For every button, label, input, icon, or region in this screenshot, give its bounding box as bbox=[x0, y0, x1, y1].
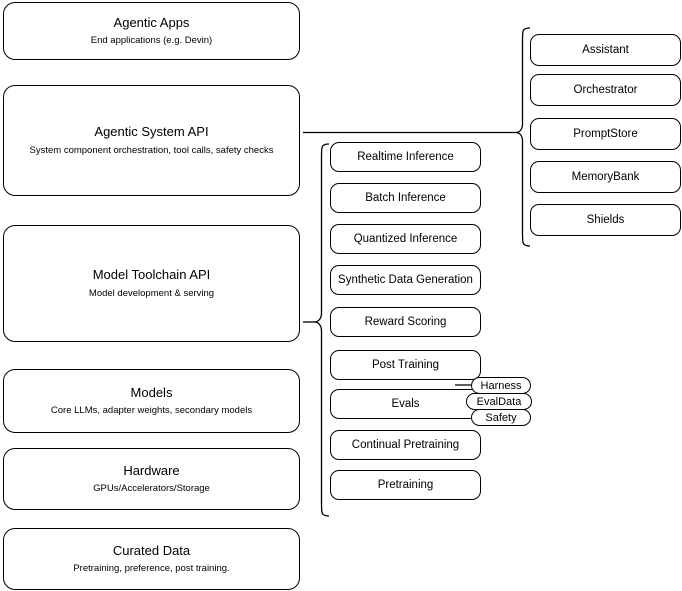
layer-hardware[interactable]: Hardware GPUs/Accelerators/Storage bbox=[3, 448, 300, 510]
chip-promptstore[interactable]: PromptStore bbox=[530, 118, 681, 150]
chip-assistant[interactable]: Assistant bbox=[530, 34, 681, 66]
layer-agentic-system-api[interactable]: Agentic System API System component orch… bbox=[3, 85, 300, 196]
chip-continual-pretraining[interactable]: Continual Pretraining bbox=[330, 430, 481, 460]
layer-subtitle: System component orchestration, tool cal… bbox=[29, 144, 274, 156]
layer-title: Models bbox=[130, 384, 173, 400]
chip-pretraining[interactable]: Pretraining bbox=[330, 470, 481, 500]
chip-quantized-inference[interactable]: Quantized Inference bbox=[330, 224, 481, 254]
chip-label: Batch Inference bbox=[365, 192, 446, 204]
chip-shields[interactable]: Shields bbox=[530, 204, 681, 236]
layer-title: Curated Data bbox=[112, 542, 191, 558]
layer-subtitle: Pretraining, preference, post training. bbox=[73, 563, 230, 575]
chip-label: PromptStore bbox=[573, 128, 638, 140]
layer-title: Agentic System API bbox=[94, 124, 209, 140]
chip-label: Synthetic Data Generation bbox=[338, 274, 473, 286]
pill-label: EvalData bbox=[476, 395, 522, 408]
chip-realtime-inference[interactable]: Realtime Inference bbox=[330, 142, 481, 172]
layer-subtitle: End applications (e.g. Devin) bbox=[90, 35, 213, 47]
chip-post-training[interactable]: Post Training bbox=[330, 350, 481, 380]
pill-label: Harness bbox=[480, 379, 522, 392]
chip-orchestrator[interactable]: Orchestrator bbox=[530, 74, 681, 106]
chip-label: Reward Scoring bbox=[364, 316, 447, 328]
layer-model-toolchain-api[interactable]: Model Toolchain API Model development & … bbox=[3, 225, 300, 342]
layer-models[interactable]: Models Core LLMs, adapter weights, secon… bbox=[3, 369, 300, 433]
chip-evals[interactable]: Evals bbox=[330, 389, 481, 419]
pill-safety[interactable]: Safety bbox=[471, 409, 531, 426]
chip-label: MemoryBank bbox=[571, 171, 640, 183]
layer-subtitle: GPUs/Accelerators/Storage bbox=[93, 483, 210, 495]
layer-title: Model Toolchain API bbox=[92, 267, 211, 283]
chip-synthetic-data-generation[interactable]: Synthetic Data Generation bbox=[330, 265, 481, 295]
chip-label: Assistant bbox=[582, 44, 629, 56]
chip-label: Post Training bbox=[371, 359, 440, 371]
chip-label: Shields bbox=[586, 214, 625, 226]
middle-brace bbox=[314, 143, 330, 517]
layer-subtitle: Model development & serving bbox=[88, 287, 215, 299]
layer-curated-data[interactable]: Curated Data Pretraining, preference, po… bbox=[3, 528, 300, 590]
pill-evaldata[interactable]: EvalData bbox=[466, 393, 532, 410]
chip-batch-inference[interactable]: Batch Inference bbox=[330, 183, 481, 213]
layer-title: Hardware bbox=[123, 462, 180, 478]
chip-memorybank[interactable]: MemoryBank bbox=[530, 161, 681, 193]
pill-harness[interactable]: Harness bbox=[471, 377, 531, 394]
chip-label: Quantized Inference bbox=[353, 233, 458, 245]
layer-title: Agentic Apps bbox=[113, 14, 190, 30]
chip-label: Pretraining bbox=[377, 479, 434, 491]
chip-label: Evals bbox=[391, 398, 420, 410]
right-brace bbox=[515, 27, 531, 247]
chip-label: Realtime Inference bbox=[357, 151, 454, 163]
layer-subtitle: Core LLMs, adapter weights, secondary mo… bbox=[50, 405, 253, 417]
chip-label: Orchestrator bbox=[573, 84, 638, 96]
layer-agentic-apps[interactable]: Agentic Apps End applications (e.g. Devi… bbox=[3, 2, 300, 60]
pill-label: Safety bbox=[485, 411, 517, 424]
chip-reward-scoring[interactable]: Reward Scoring bbox=[330, 307, 481, 337]
chip-label: Continual Pretraining bbox=[351, 439, 460, 451]
